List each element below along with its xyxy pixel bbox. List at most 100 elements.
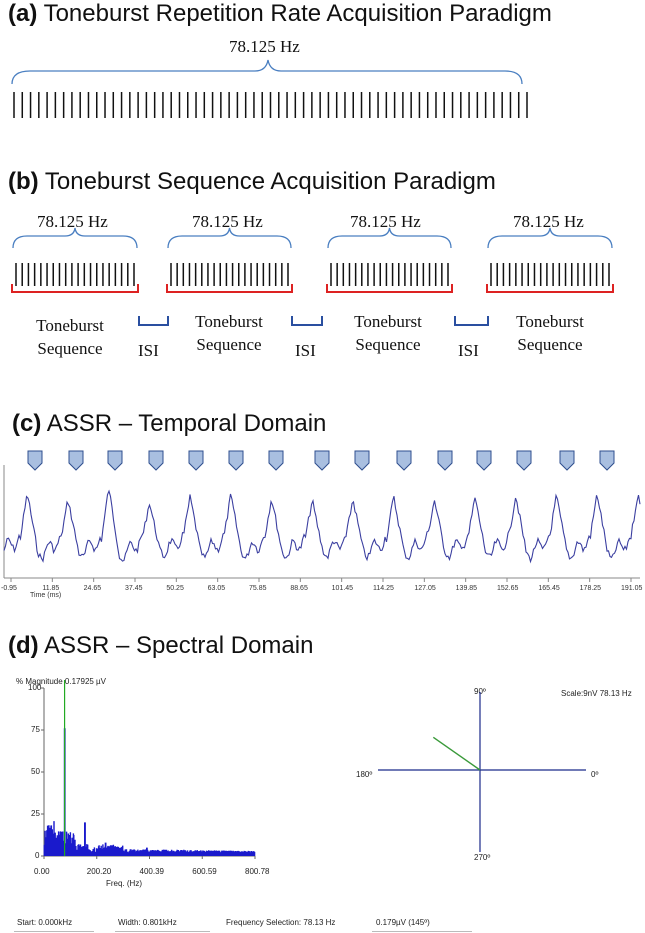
x-tick-label: 165.45 (538, 585, 560, 592)
panel-b-letter: (b) (8, 168, 39, 195)
stimulus-marker (599, 450, 615, 471)
x-tick-label: 200.20 (86, 867, 112, 876)
panel-d-title: ASSR – Spectral Domain (44, 632, 314, 659)
sequence-label-line1: Toneburst (516, 312, 584, 331)
x-tick-label: 600.59 (192, 867, 217, 876)
stimulus-marker (354, 450, 370, 471)
isi-bracket-1 (138, 316, 169, 326)
x-tick-label: 11.85 (42, 585, 60, 592)
stimulus-marker (148, 450, 164, 471)
phase-vector (432, 736, 481, 771)
status-amplitude: 0.179µV (145º) (376, 918, 430, 927)
rate-brace-1 (12, 227, 138, 249)
panel-b-rate-label-3: 78.125 Hz (350, 212, 421, 231)
stimulus-marker (188, 450, 204, 471)
panel-b-isi-label-3: ISI (458, 341, 479, 360)
spectrum-y-header: % Magnitude 0.17925 µV (16, 677, 107, 686)
panel-b-heading: (b) Toneburst Sequence Acquisition Parad… (8, 168, 496, 196)
panel-d-letter: (d) (8, 632, 39, 659)
x-tick-label: 24.65 (83, 585, 102, 592)
status-start: Start: 0.000kHz (17, 918, 73, 927)
x-tick-label: 178.25 (579, 585, 602, 592)
x-tick-label: 139.85 (455, 585, 478, 592)
panel-b-rate-label-4: 78.125 Hz (513, 212, 584, 231)
polar-scale-label: Scale:9nV 78.13 Hz (561, 689, 632, 698)
status-divider (372, 931, 472, 932)
sequence-bracket-4 (486, 284, 614, 293)
stimulus-marker (268, 450, 284, 471)
status-divider (14, 931, 94, 932)
y-tick-label: 50 (31, 767, 40, 776)
spectrum-x-label: Freq. (Hz) (106, 879, 142, 888)
rate-brace-4 (487, 227, 613, 249)
y-tick-label: 25 (31, 809, 40, 818)
x-tick-label: 63.05 (207, 585, 226, 592)
x-tick-label: 127.05 (414, 585, 436, 592)
stimulus-marker (476, 450, 492, 471)
stimulus-marker (27, 450, 43, 471)
spectrum-bars (43, 728, 256, 856)
rate-brace-2 (167, 227, 292, 249)
stimulus-marker (396, 450, 412, 471)
panel-d-heading: (d) ASSR – Spectral Domain (8, 632, 313, 660)
panel-a-brace (11, 59, 523, 85)
panel-b-sequence-label-2: Toneburst Sequence (179, 310, 279, 356)
stimulus-marker (68, 450, 84, 471)
panel-c-letter: (c) (12, 410, 42, 437)
status-bar: Start: 0.000kHz Width: 0.801kHz Frequenc… (0, 910, 645, 933)
x-tick-label: 800.78 (245, 867, 270, 876)
sequence-label-line2: Sequence (37, 339, 103, 358)
stimulus-marker (314, 450, 330, 471)
y-tick-label: 0 (35, 851, 40, 860)
status-divider (115, 931, 210, 932)
panel-b-rate-label-1: 78.125 Hz (37, 212, 108, 231)
panel-b-isi-label-2: ISI (295, 341, 316, 360)
x-tick-label: 400.39 (139, 867, 164, 876)
x-tick-label: 37.45 (125, 585, 143, 592)
x-tick-label: 0.00 (34, 867, 50, 876)
status-width: Width: 0.801kHz (118, 918, 177, 927)
polar-angle-270: 270º (474, 853, 491, 862)
sequence-bracket-3 (326, 284, 453, 293)
polar-phase-plot (378, 692, 586, 852)
panel-c-temporal-waveform (3, 450, 641, 582)
panel-c-title: ASSR – Temporal Domain (46, 410, 327, 437)
x-tick-label: 50.25 (166, 585, 184, 592)
sequence-label-line2: Sequence (517, 335, 583, 354)
panel-a-title: Toneburst Repetition Rate Acquisition Pa… (43, 0, 552, 27)
rate-brace-3 (327, 227, 452, 249)
spectrum-plot (41, 680, 256, 859)
panel-b-isi-label-1: ISI (138, 341, 159, 360)
status-frequency-selection: Frequency Selection: 78.13 Hz (226, 918, 336, 927)
x-tick-label: 114.25 (373, 585, 394, 592)
panel-a-letter: (a) (8, 0, 38, 27)
isi-bracket-2 (291, 316, 323, 326)
sequence-bracket-1 (11, 284, 139, 293)
panel-b-rate-label-2: 78.125 Hz (192, 212, 263, 231)
panel-a-heading: (a) Toneburst Repetition Rate Acquisitio… (8, 0, 552, 28)
assr-trace (3, 489, 641, 564)
stimulus-marker (107, 450, 123, 471)
panel-c-x-axis-label: Time (ms) (30, 592, 62, 599)
x-tick-label: -0.95 (1, 585, 17, 592)
panel-b-title: Toneburst Sequence Acquisition Paradigm (44, 168, 496, 195)
panel-b-sequence-label-4: Toneburst Sequence (500, 310, 600, 356)
panel-b-sequence-label-1: Toneburst Sequence (20, 314, 120, 360)
x-tick-label: 152.65 (497, 585, 519, 592)
x-tick-label: 191.05 (621, 585, 643, 592)
stimulus-marker (559, 450, 575, 471)
sequence-label-line1: Toneburst (195, 312, 263, 331)
x-tick-label: 101.45 (331, 585, 354, 592)
sequence-bracket-2 (166, 284, 293, 293)
panel-a-rate-label: 78.125 Hz (229, 37, 300, 56)
polar-angle-0: 0º (591, 770, 599, 779)
x-tick-label: 75.85 (249, 585, 267, 592)
panel-b-sequence-label-3: Toneburst Sequence (338, 310, 438, 356)
sequence-label-line2: Sequence (196, 335, 262, 354)
panel-b-sequence-graphics (11, 227, 614, 326)
sequence-label-line1: Toneburst (354, 312, 422, 331)
polar-angle-180: 180º (356, 770, 373, 779)
x-tick-label: 88.65 (290, 585, 308, 592)
panel-a-toneburst-train (13, 92, 528, 118)
stimulus-marker (437, 450, 453, 471)
